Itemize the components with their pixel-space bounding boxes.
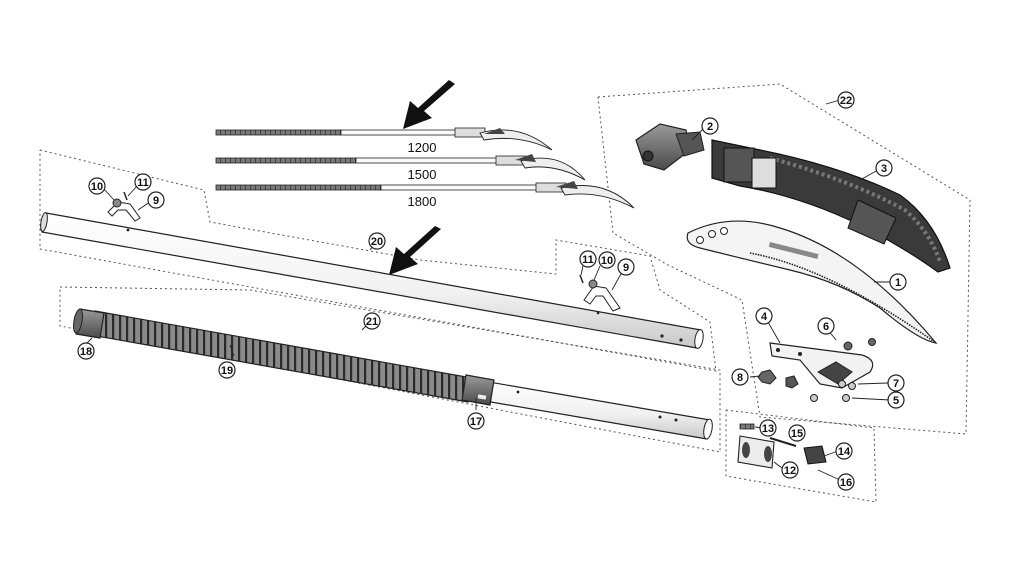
size-label-1200: 1200 bbox=[408, 140, 437, 155]
lever-14 bbox=[803, 445, 827, 465]
svg-text:3: 3 bbox=[881, 163, 887, 175]
svg-text:4: 4 bbox=[761, 311, 768, 323]
arrow-indicator-middle bbox=[389, 226, 441, 275]
svg-text:11: 11 bbox=[137, 177, 149, 189]
pole-variant-1800 bbox=[215, 181, 635, 209]
scabbard-3 bbox=[711, 139, 951, 273]
callout-1: 1 bbox=[889, 273, 907, 291]
hook-bracket-left bbox=[107, 191, 141, 222]
callout-11-left: 11 bbox=[134, 173, 152, 191]
callout-16: 16 bbox=[837, 473, 855, 491]
spring-13 bbox=[739, 423, 755, 430]
svg-text:10: 10 bbox=[91, 181, 103, 193]
svg-text:19: 19 bbox=[221, 365, 233, 377]
grip-sleeve-19 bbox=[90, 310, 473, 403]
outer-pole-20 bbox=[40, 212, 704, 349]
size-label-1500: 1500 bbox=[408, 167, 437, 182]
callout-13: 13 bbox=[759, 419, 777, 437]
callout-11-right: 11 bbox=[579, 250, 597, 268]
callout-3: 3 bbox=[875, 159, 893, 177]
svg-text:5: 5 bbox=[893, 395, 899, 407]
blade-holder-4 bbox=[769, 342, 874, 389]
callout-8: 8 bbox=[731, 368, 749, 386]
nut-6b bbox=[868, 338, 876, 346]
svg-text:18: 18 bbox=[80, 346, 92, 358]
collar-17 bbox=[461, 374, 495, 406]
callout-9-right: 9 bbox=[617, 258, 635, 276]
svg-text:13: 13 bbox=[762, 423, 774, 435]
svg-text:22: 22 bbox=[840, 95, 852, 107]
svg-text:11: 11 bbox=[582, 254, 594, 266]
callout-17: 17 bbox=[467, 412, 485, 430]
svg-text:6: 6 bbox=[823, 321, 829, 333]
callout-10-right: 10 bbox=[598, 251, 616, 269]
lock-body-12 bbox=[737, 435, 775, 469]
callout-7: 7 bbox=[887, 374, 905, 392]
svg-text:9: 9 bbox=[623, 262, 629, 274]
callout-21: 21 bbox=[363, 312, 381, 330]
svg-text:10: 10 bbox=[601, 255, 613, 267]
svg-text:15: 15 bbox=[791, 428, 803, 440]
end-cap-18 bbox=[73, 308, 105, 339]
callout-18: 18 bbox=[77, 342, 95, 360]
svg-text:16: 16 bbox=[840, 477, 852, 489]
arrow-indicator-top bbox=[403, 80, 455, 129]
svg-text:17: 17 bbox=[470, 416, 482, 428]
svg-text:8: 8 bbox=[737, 372, 743, 384]
saw-blade-1 bbox=[686, 220, 938, 344]
callout-10-left: 10 bbox=[88, 177, 106, 195]
nut-6 bbox=[843, 341, 853, 351]
pole-variant-1200 bbox=[215, 127, 553, 151]
svg-text:14: 14 bbox=[838, 446, 851, 458]
callout-9-left: 9 bbox=[147, 191, 165, 209]
callout-2: 2 bbox=[701, 117, 719, 135]
hook-bracket-right bbox=[579, 274, 621, 315]
svg-text:12: 12 bbox=[784, 465, 796, 477]
callout-22: 22 bbox=[837, 91, 855, 109]
svg-text:21: 21 bbox=[366, 316, 378, 328]
svg-text:20: 20 bbox=[371, 236, 383, 248]
inner-pole-21 bbox=[455, 376, 713, 440]
callout-5: 5 bbox=[887, 391, 905, 409]
callout-15: 15 bbox=[788, 424, 806, 442]
callout-20: 20 bbox=[368, 232, 386, 250]
washer-7 bbox=[838, 380, 856, 390]
callout-12: 12 bbox=[781, 461, 799, 479]
svg-text:2: 2 bbox=[707, 121, 713, 133]
svg-text:9: 9 bbox=[153, 195, 159, 207]
group-outline-20 bbox=[39, 149, 717, 372]
callout-19: 19 bbox=[218, 361, 236, 379]
washer-5 bbox=[810, 394, 850, 402]
pole-variant-1500 bbox=[215, 154, 586, 181]
callout-14: 14 bbox=[835, 442, 853, 460]
blade-clamp-2 bbox=[635, 123, 705, 171]
size-label-1800: 1800 bbox=[408, 194, 437, 209]
svg-text:7: 7 bbox=[893, 378, 899, 390]
svg-text:1: 1 bbox=[895, 277, 901, 289]
callout-6: 6 bbox=[817, 317, 835, 335]
callout-4: 4 bbox=[755, 307, 773, 325]
bolt-8 bbox=[757, 369, 799, 389]
group-outline-22 bbox=[597, 83, 971, 435]
pin-15 bbox=[769, 437, 797, 447]
